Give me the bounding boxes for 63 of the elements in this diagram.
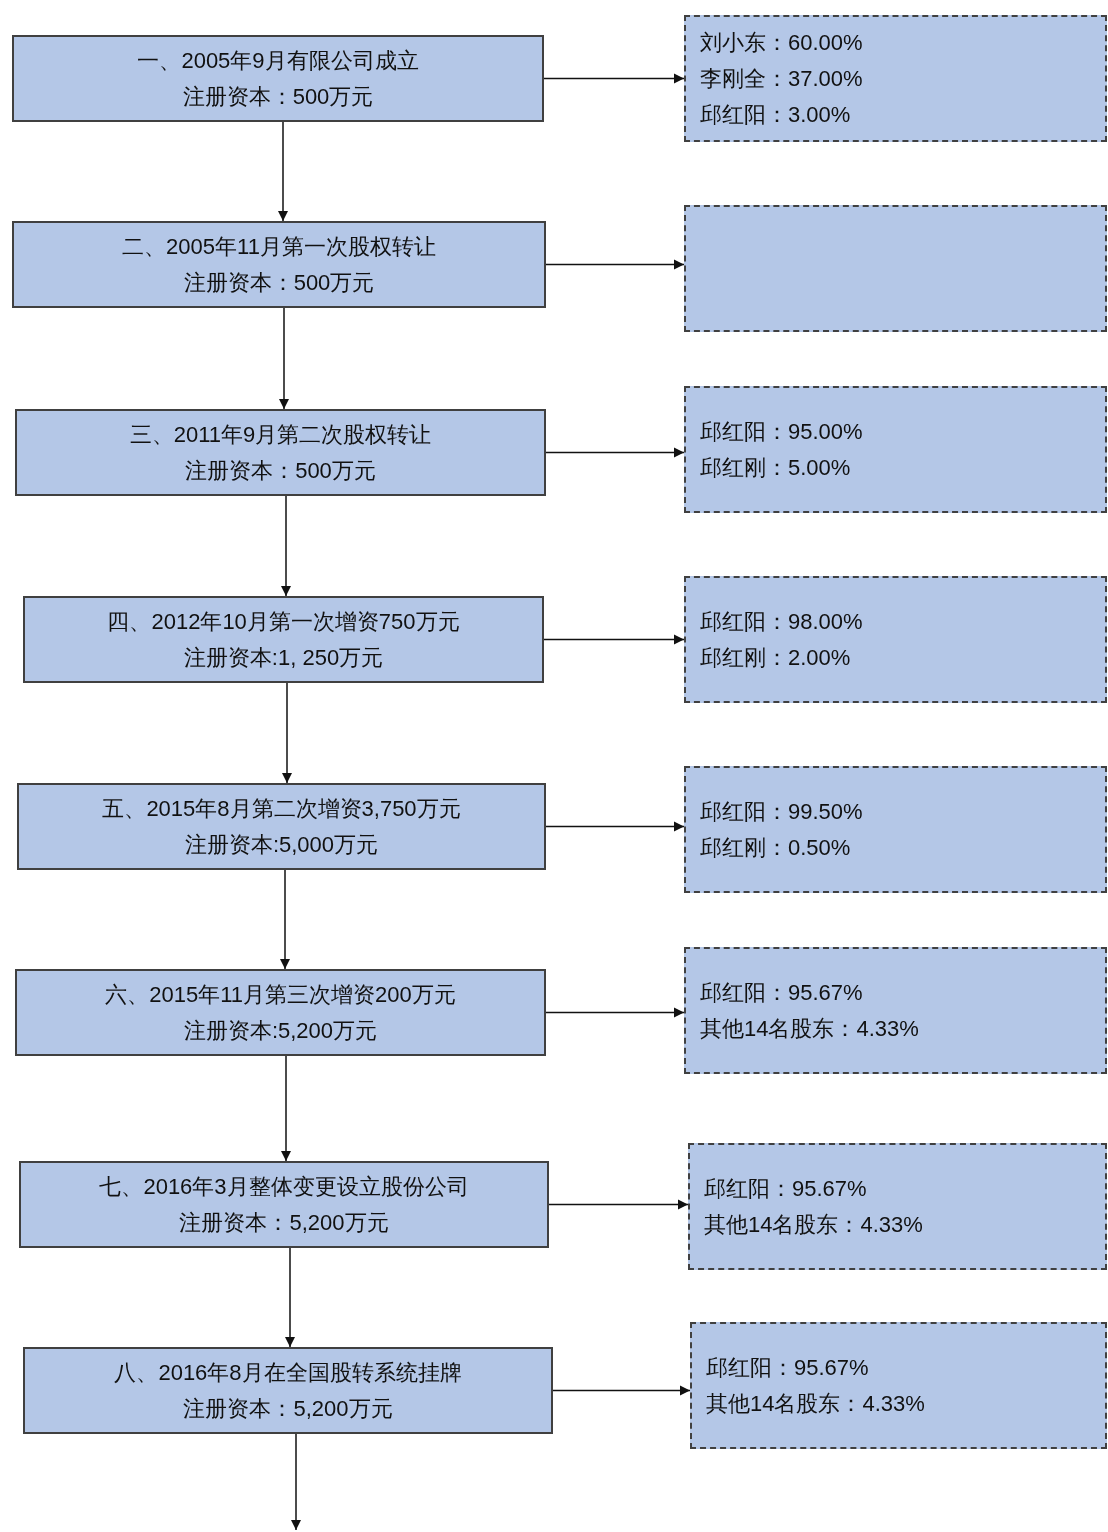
stage-text: 注册资本:5,000万元 — [184, 830, 379, 859]
arrow — [290, 1433, 302, 1531]
stage-text: 注册资本：500万元 — [185, 456, 376, 485]
shareholding-text: 邱红刚：5.00% — [700, 453, 851, 482]
stage-box — [15, 969, 546, 1056]
shareholding-text: 邱红阳：98.00% — [700, 607, 863, 636]
stage-box — [17, 783, 546, 870]
stage-box — [15, 409, 546, 496]
stage-text: 四、2012年10月第一次增资750万元 — [107, 607, 460, 636]
stage-text: 六、2015年11月第三次增资200万元 — [105, 980, 456, 1009]
arrow — [280, 495, 292, 597]
shareholder-box — [688, 1143, 1107, 1270]
stage-text: 注册资本：500万元 — [182, 82, 374, 111]
shareholding-text: 邱红阳：95.67% — [706, 1353, 869, 1382]
shareholding-text: 邱红刚：2.00% — [700, 643, 851, 672]
shareholding-text: 刘小东：60.00% — [700, 28, 863, 57]
shareholding-text: 邱红阳：95.67% — [700, 978, 863, 1007]
stage-box — [23, 596, 544, 683]
arrow — [548, 1199, 689, 1210]
stage-text: 三、2011年9月第二次股权转让 — [129, 420, 432, 449]
stage-text: 五、2015年8月第二次增资3,750万元 — [102, 794, 461, 823]
shareholding-text: 邱红阳：99.50% — [700, 797, 863, 826]
stage-text: 注册资本:1, 250万元 — [183, 643, 384, 672]
arrow — [281, 682, 293, 784]
arrow — [545, 821, 685, 832]
arrow — [284, 1247, 296, 1348]
shareholding-text: 其他14名股东：4.33% — [700, 1014, 919, 1043]
shareholding-text: 其他14名股东：4.33% — [706, 1389, 925, 1418]
shareholder-box — [684, 205, 1107, 332]
shareholder-box — [684, 947, 1107, 1074]
stage-text: 一、2005年9月有限公司成立 — [137, 46, 419, 75]
arrow — [280, 1055, 292, 1162]
shareholding-text: 邱红阳：95.67% — [704, 1174, 867, 1203]
arrow — [278, 307, 290, 410]
shareholding-text: 邱红阳：95.00% — [700, 417, 863, 446]
shareholder-box — [684, 386, 1107, 513]
arrow — [543, 73, 685, 84]
arrow — [552, 1385, 691, 1396]
stage-text: 八、2016年8月在全国股转系统挂牌 — [114, 1358, 462, 1387]
shareholding-text: 其他14名股东：4.33% — [704, 1210, 923, 1239]
stage-text: 二、2005年11月第一次股权转让 — [122, 232, 436, 261]
shareholder-box — [684, 576, 1107, 703]
arrow — [277, 121, 289, 222]
arrow — [543, 634, 685, 645]
stage-text: 注册资本：500万元 — [183, 268, 375, 297]
arrow — [545, 1007, 685, 1018]
shareholder-box — [684, 766, 1107, 893]
stage-box — [12, 221, 546, 308]
stage-text: 注册资本：5,200万元 — [183, 1394, 393, 1423]
arrow — [545, 447, 685, 458]
shareholder-box — [684, 15, 1107, 142]
stage-text: 注册资本：5,200万元 — [179, 1208, 389, 1237]
shareholder-box — [690, 1322, 1107, 1449]
stage-text: 注册资本:5,200万元 — [183, 1016, 378, 1045]
arrow — [545, 259, 685, 270]
stage-box — [19, 1161, 549, 1248]
arrow — [279, 869, 291, 970]
shareholding-text: 李刚全：37.00% — [700, 64, 863, 93]
stage-box — [23, 1347, 553, 1434]
shareholding-text: 邱红阳：3.00% — [700, 100, 851, 129]
shareholding-text: 邱红刚：0.50% — [700, 833, 851, 862]
stage-text: 七、2016年3月整体变更设立股份公司 — [99, 1172, 469, 1201]
stage-box — [12, 35, 544, 122]
